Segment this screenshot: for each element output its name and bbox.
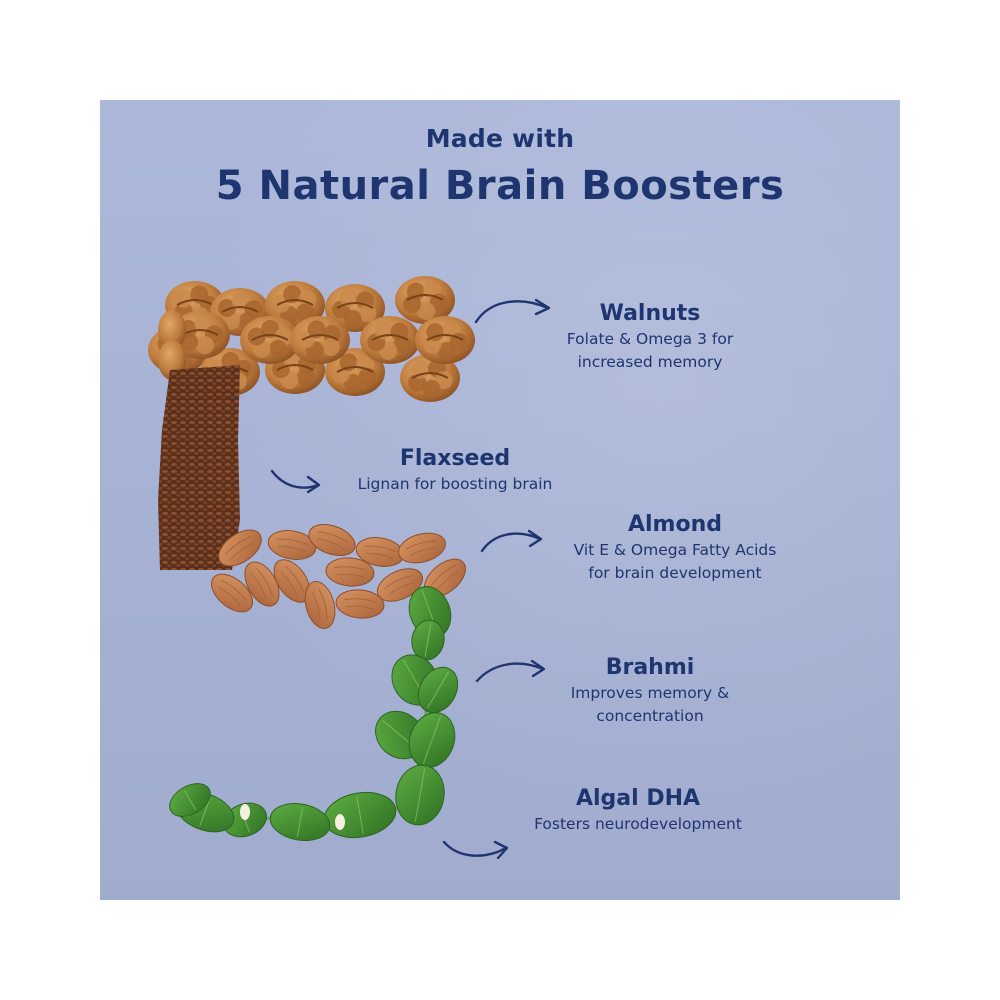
almond-icon <box>211 523 466 629</box>
ingredient-brahmi: Brahmi Improves memory & concentration <box>545 654 755 728</box>
ingredient-walnuts: Walnuts Folate & Omega 3 for increased m… <box>535 300 765 374</box>
ingredient-desc: concentration <box>596 707 704 725</box>
curved-arrow-icon <box>270 469 321 494</box>
walnut-icon <box>148 276 475 402</box>
subtitle: Made with <box>425 124 575 153</box>
background-panel <box>100 100 900 900</box>
ingredient-name: Brahmi <box>605 655 695 680</box>
curved-arrow-icon <box>474 298 551 324</box>
curved-arrow-icon <box>442 840 509 860</box>
ingredient-desc: increased memory <box>577 353 723 371</box>
ingredient-desc: Folate & Omega 3 for <box>566 330 734 348</box>
ingredient-name: Flaxseed <box>399 446 511 471</box>
ingredient-desc: Lignan for boosting brain <box>357 475 553 493</box>
ingredient-name: Almond <box>627 512 722 537</box>
ingredient-desc: Vit E & Omega Fatty Acids <box>573 541 777 559</box>
ingredient-name: Algal DHA <box>575 786 701 811</box>
flaxseed-icon <box>158 365 240 570</box>
ingredient-desc: for brain development <box>588 564 762 582</box>
leaf-icon <box>169 586 459 841</box>
ingredient-almond: Almond Vit E & Omega Fatty Acids for bra… <box>545 511 805 585</box>
ingredient-desc: Fosters neurodevelopment <box>534 815 742 833</box>
ingredient-flaxseed: Flaxseed Lignan for boosting brain <box>330 445 580 496</box>
ingredient-algal-dha: Algal DHA Fosters neurodevelopment <box>518 785 758 836</box>
curved-arrow-icon <box>475 659 546 683</box>
page-title: 5 Natural Brain Boosters <box>215 163 785 209</box>
ingredient-desc: Improves memory & <box>570 684 730 702</box>
curved-arrow-icon <box>480 529 543 553</box>
ingredient-name: Walnuts <box>599 301 701 326</box>
